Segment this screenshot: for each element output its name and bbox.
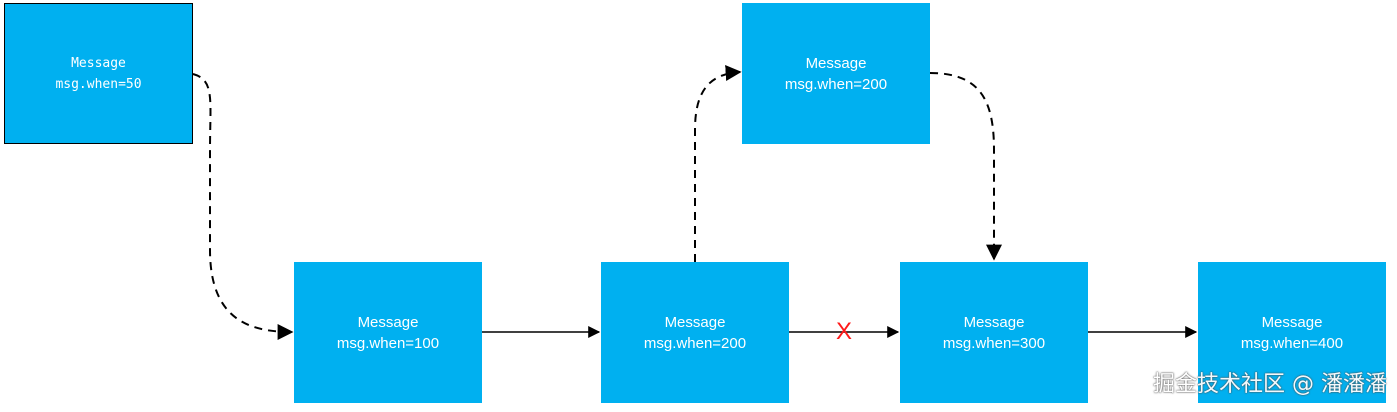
node-title: Message <box>805 54 867 72</box>
node-subtitle: msg.when=200 <box>643 334 747 352</box>
node-subtitle: msg.when=100 <box>336 334 440 352</box>
node-title: Message <box>1261 313 1323 331</box>
node-subtitle: msg.when=200 <box>784 75 888 93</box>
node-msg-when-200-inserted: Message msg.when=200 <box>742 3 930 144</box>
watermark: 掘金技术社区 @ 潘潘潘 <box>1153 372 1387 397</box>
node-subtitle: msg.when=50 <box>55 76 142 92</box>
node-subtitle: msg.when=400 <box>1240 334 1344 352</box>
node-title: Message <box>357 313 419 331</box>
link-msg50-to-msg100 <box>192 73 294 340</box>
removed-link-mark: X <box>836 318 853 345</box>
link-msg200-to-msg200new <box>694 64 742 262</box>
node-msg-when-50: Message msg.when=50 <box>4 3 193 144</box>
node-msg-when-400: Message msg.when=400 <box>1198 262 1386 403</box>
node-title: Message <box>963 313 1025 331</box>
node-msg-when-300: Message msg.when=300 <box>900 262 1088 403</box>
node-subtitle: msg.when=300 <box>942 334 1046 352</box>
node-msg-when-100: Message msg.when=100 <box>294 262 482 403</box>
node-title: Message <box>71 55 126 71</box>
link-msg200new-to-msg300 <box>929 72 1002 261</box>
node-title: Message <box>664 313 726 331</box>
node-msg-when-200: Message msg.when=200 <box>601 262 789 403</box>
